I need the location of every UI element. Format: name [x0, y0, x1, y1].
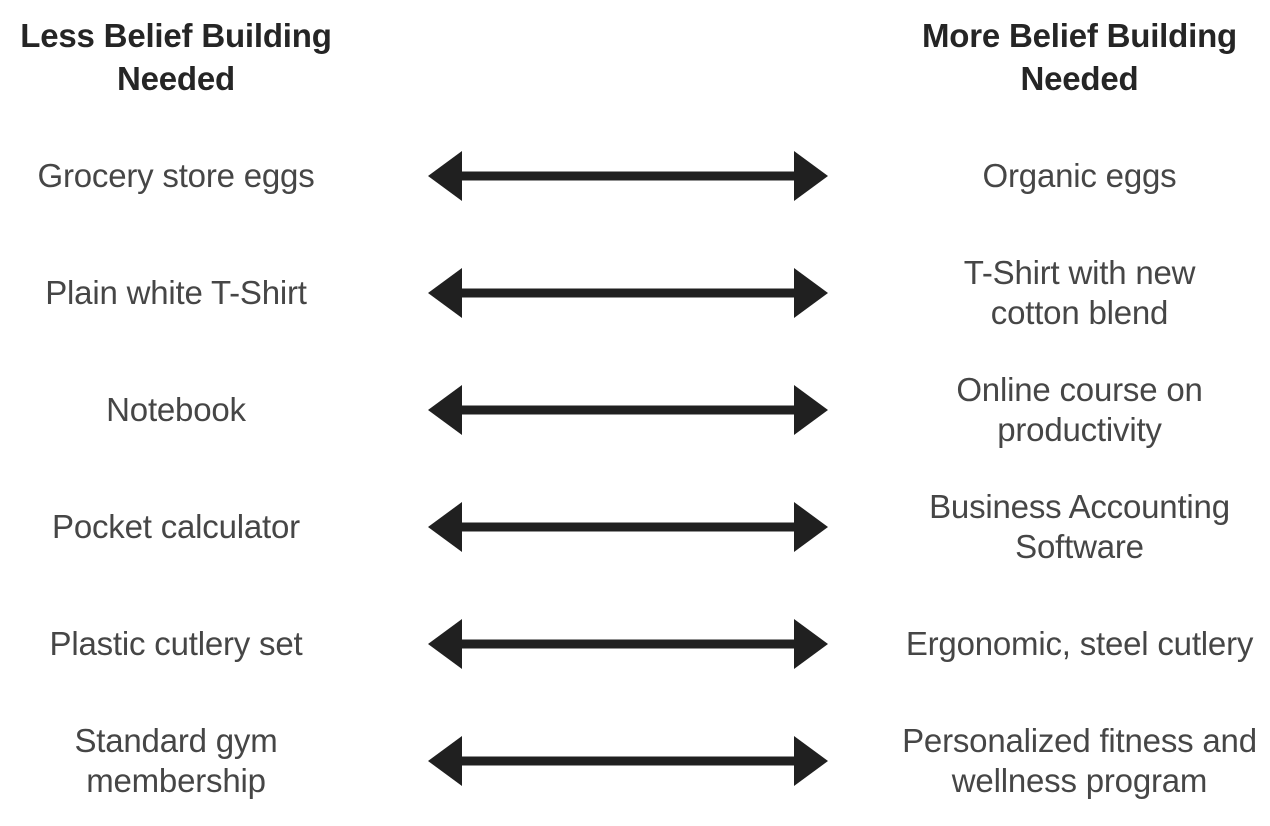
left-item-label: Standard gym membership	[74, 721, 278, 799]
double-arrow-icon	[427, 267, 828, 318]
comparison-row-cutlery: Plastic cutlery set Ergonomic, steel cut…	[0, 585, 1270, 702]
comparison-rows: Grocery store eggs Organic eggs Plain wh…	[0, 117, 1270, 819]
right-item-label: T-Shirt with new cotton blend	[963, 253, 1196, 331]
double-arrow-icon	[427, 501, 828, 552]
comparison-row-notebook: Notebook Online course on productivity	[0, 351, 1270, 468]
double-arrow-icon	[427, 618, 828, 669]
right-item-label: Business Accounting Software	[929, 487, 1230, 565]
comparison-row-gym: Standard gym membership Personalized fit…	[0, 702, 1270, 819]
right-item-label: Online course on productivity	[956, 370, 1203, 448]
left-item-label: Pocket calculator	[52, 507, 300, 545]
double-arrow-icon	[427, 384, 828, 435]
right-item-label: Organic eggs	[982, 156, 1177, 194]
right-item-label: Ergonomic, steel cutlery	[905, 624, 1254, 662]
left-item-label: Plastic cutlery set	[49, 624, 303, 662]
double-arrow-icon	[427, 150, 828, 201]
comparison-row-calculator: Pocket calculator Business Accounting So…	[0, 468, 1270, 585]
header-row: Less Belief Building Needed More Belief …	[0, 0, 1270, 100]
double-arrow-icon	[427, 735, 828, 786]
comparison-row-tshirt: Plain white T-Shirt T-Shirt with new cot…	[0, 234, 1270, 351]
left-item-label: Plain white T-Shirt	[45, 273, 307, 311]
left-item-label: Grocery store eggs	[37, 156, 315, 194]
right-column-heading: More Belief Building Needed	[921, 17, 1237, 97]
comparison-row-eggs: Grocery store eggs Organic eggs	[0, 117, 1270, 234]
left-column-heading: Less Belief Building Needed	[20, 17, 332, 97]
left-item-label: Notebook	[106, 390, 246, 428]
header-spacer	[352, 14, 889, 100]
right-item-label: Personalized fitness and wellness progra…	[902, 721, 1257, 799]
